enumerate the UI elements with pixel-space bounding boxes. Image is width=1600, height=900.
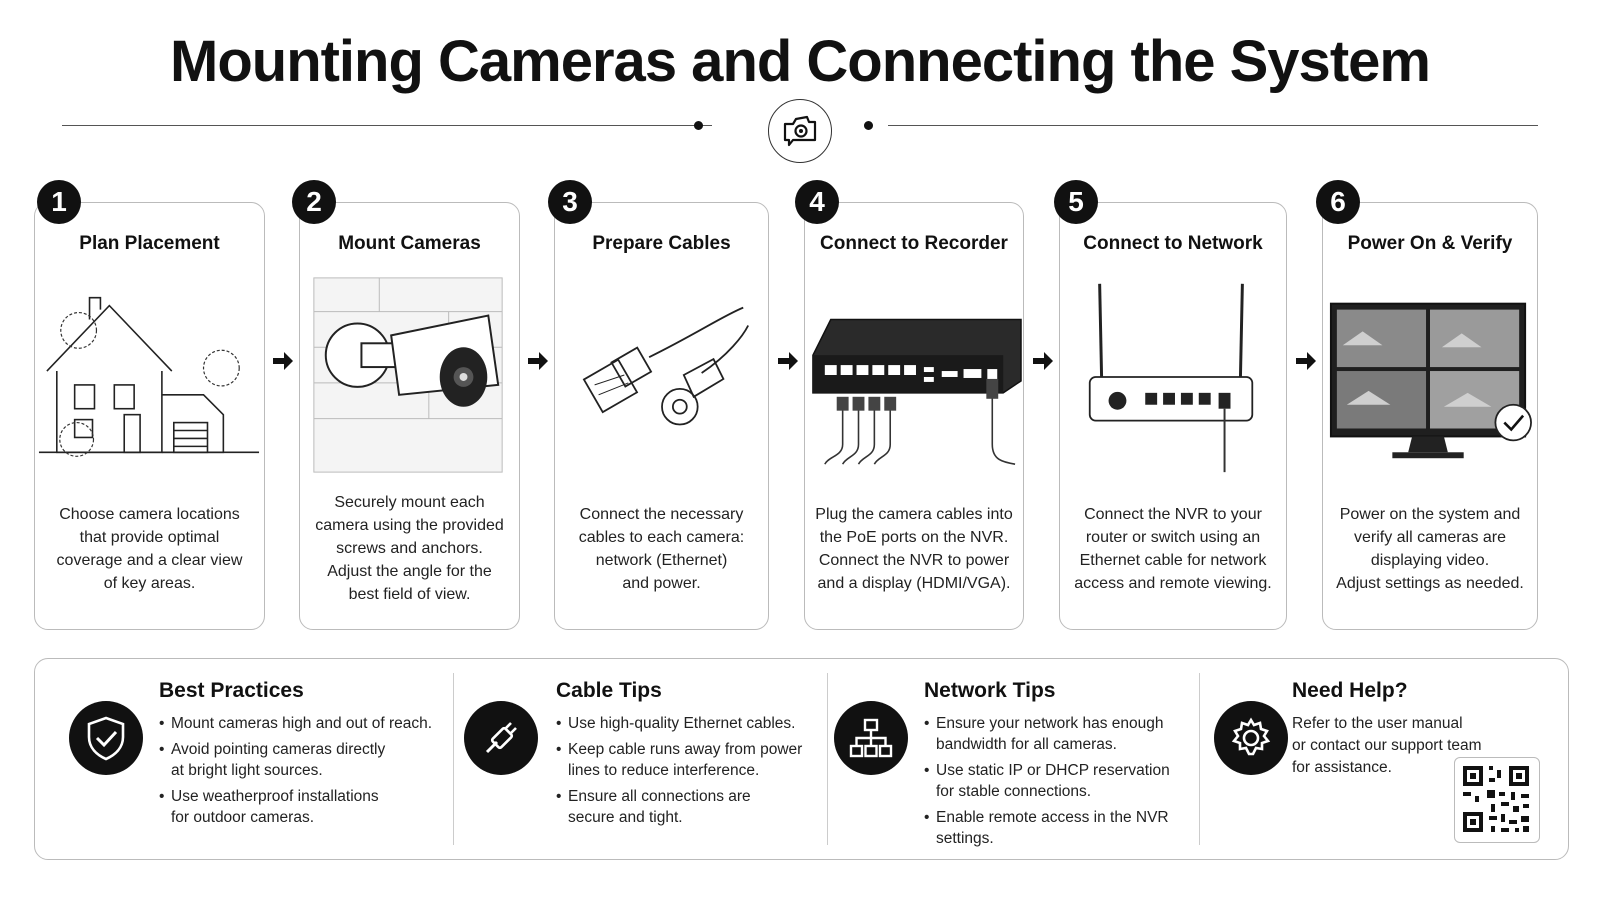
step-description: Connect the necessary cables to each cam… xyxy=(578,506,745,592)
gear-icon xyxy=(1214,701,1288,775)
bullet-camera-icon xyxy=(313,277,503,473)
step-card-2: Mount Cameras Securely mount each camera… xyxy=(299,202,520,630)
tip-title: Network Tips xyxy=(924,679,1056,702)
step-card-3: Prepare Cables Connect the necessary cab… xyxy=(554,202,769,630)
need-help-section: Need Help? Refer to the user manual or c… xyxy=(1200,659,1568,861)
step-title: Connect to Network xyxy=(1083,233,1263,254)
divider-right xyxy=(888,125,1538,126)
arrow-right-icon xyxy=(273,352,293,370)
camera-icon xyxy=(783,115,817,147)
step-card-4: Connect to Recorder Plug the camera cabl… xyxy=(804,202,1024,630)
tip-title: Best Practices xyxy=(159,679,304,702)
step-number-badge: 3 xyxy=(548,180,592,224)
tips-divider xyxy=(453,673,454,845)
step-description: Connect the NVR to your router or switch… xyxy=(1074,506,1272,592)
step-description: Plug the camera cables into the PoE port… xyxy=(815,506,1013,592)
step-title: Connect to Recorder xyxy=(820,233,1008,254)
cable-tips-section: Cable Tips Use high-quality Ethernet cab… xyxy=(454,659,827,861)
network-tips-section: Network Tips Ensure your network has eno… xyxy=(828,659,1199,861)
arrow-right-icon xyxy=(1296,352,1316,370)
arrow-right-icon xyxy=(1033,352,1053,370)
step-title: Mount Cameras xyxy=(338,233,481,254)
step-description: Choose camera locations that provide opt… xyxy=(56,506,243,592)
arrow-right-icon xyxy=(528,352,548,370)
best-practices-section: Best Practices Mount cameras high and ou… xyxy=(35,659,453,861)
page-title: Mounting Cameras and Connecting the Syst… xyxy=(170,29,1431,94)
divider-dot-right xyxy=(864,121,873,130)
tip-list: Mount cameras high and out of reach. Avo… xyxy=(159,713,432,833)
divider-left xyxy=(62,125,712,126)
divider-dot-left xyxy=(694,121,703,130)
shield-check-icon xyxy=(69,701,143,775)
list-item: Ensure your network has enoughbandwidth … xyxy=(924,713,1170,755)
step-number-badge: 6 xyxy=(1316,180,1360,224)
qr-code-icon[interactable] xyxy=(1454,757,1540,843)
tips-divider xyxy=(827,673,828,845)
tip-list: Use high-quality Ethernet cables. Keep c… xyxy=(556,713,802,833)
help-text: Refer to the user manual or contact our … xyxy=(1292,715,1482,776)
house-icon xyxy=(38,296,260,457)
step-number-badge: 2 xyxy=(292,180,336,224)
step-title: Prepare Cables xyxy=(592,233,731,254)
tip-title: Need Help? xyxy=(1292,679,1408,702)
step-description: Power on the system and verify all camer… xyxy=(1336,506,1524,592)
step-card-1: Plan Placement Choose camera locations t… xyxy=(34,202,265,630)
step-number-badge: 4 xyxy=(795,180,839,224)
camera-badge xyxy=(768,99,832,163)
step-title: Plan Placement xyxy=(79,233,220,254)
cable-connectors-icon xyxy=(582,306,749,426)
list-item: Mount cameras high and out of reach. xyxy=(159,713,432,734)
tips-divider xyxy=(1199,673,1200,845)
arrow-right-icon xyxy=(778,352,798,370)
tip-title: Cable Tips xyxy=(556,679,662,702)
tips-panel: Best Practices Mount cameras high and ou… xyxy=(34,658,1569,860)
step-title: Power On & Verify xyxy=(1347,233,1513,254)
nvr-recorder-icon xyxy=(812,318,1022,465)
cable-plug-icon xyxy=(464,701,538,775)
network-icon xyxy=(834,701,908,775)
step-card-5: Connect to Network Connect the NVR to yo… xyxy=(1059,202,1287,630)
step-description: Securely mount each camera using the pro… xyxy=(315,494,504,603)
list-item: Use high-quality Ethernet cables. xyxy=(556,713,802,734)
monitor-icon xyxy=(1329,302,1532,459)
router-icon xyxy=(1088,283,1254,473)
step-card-6: Power On & Verify Power on the system an… xyxy=(1322,202,1538,630)
tip-list: Ensure your network has enoughbandwidth … xyxy=(924,713,1170,854)
step-number-badge: 5 xyxy=(1054,180,1098,224)
step-number-badge: 1 xyxy=(37,180,81,224)
